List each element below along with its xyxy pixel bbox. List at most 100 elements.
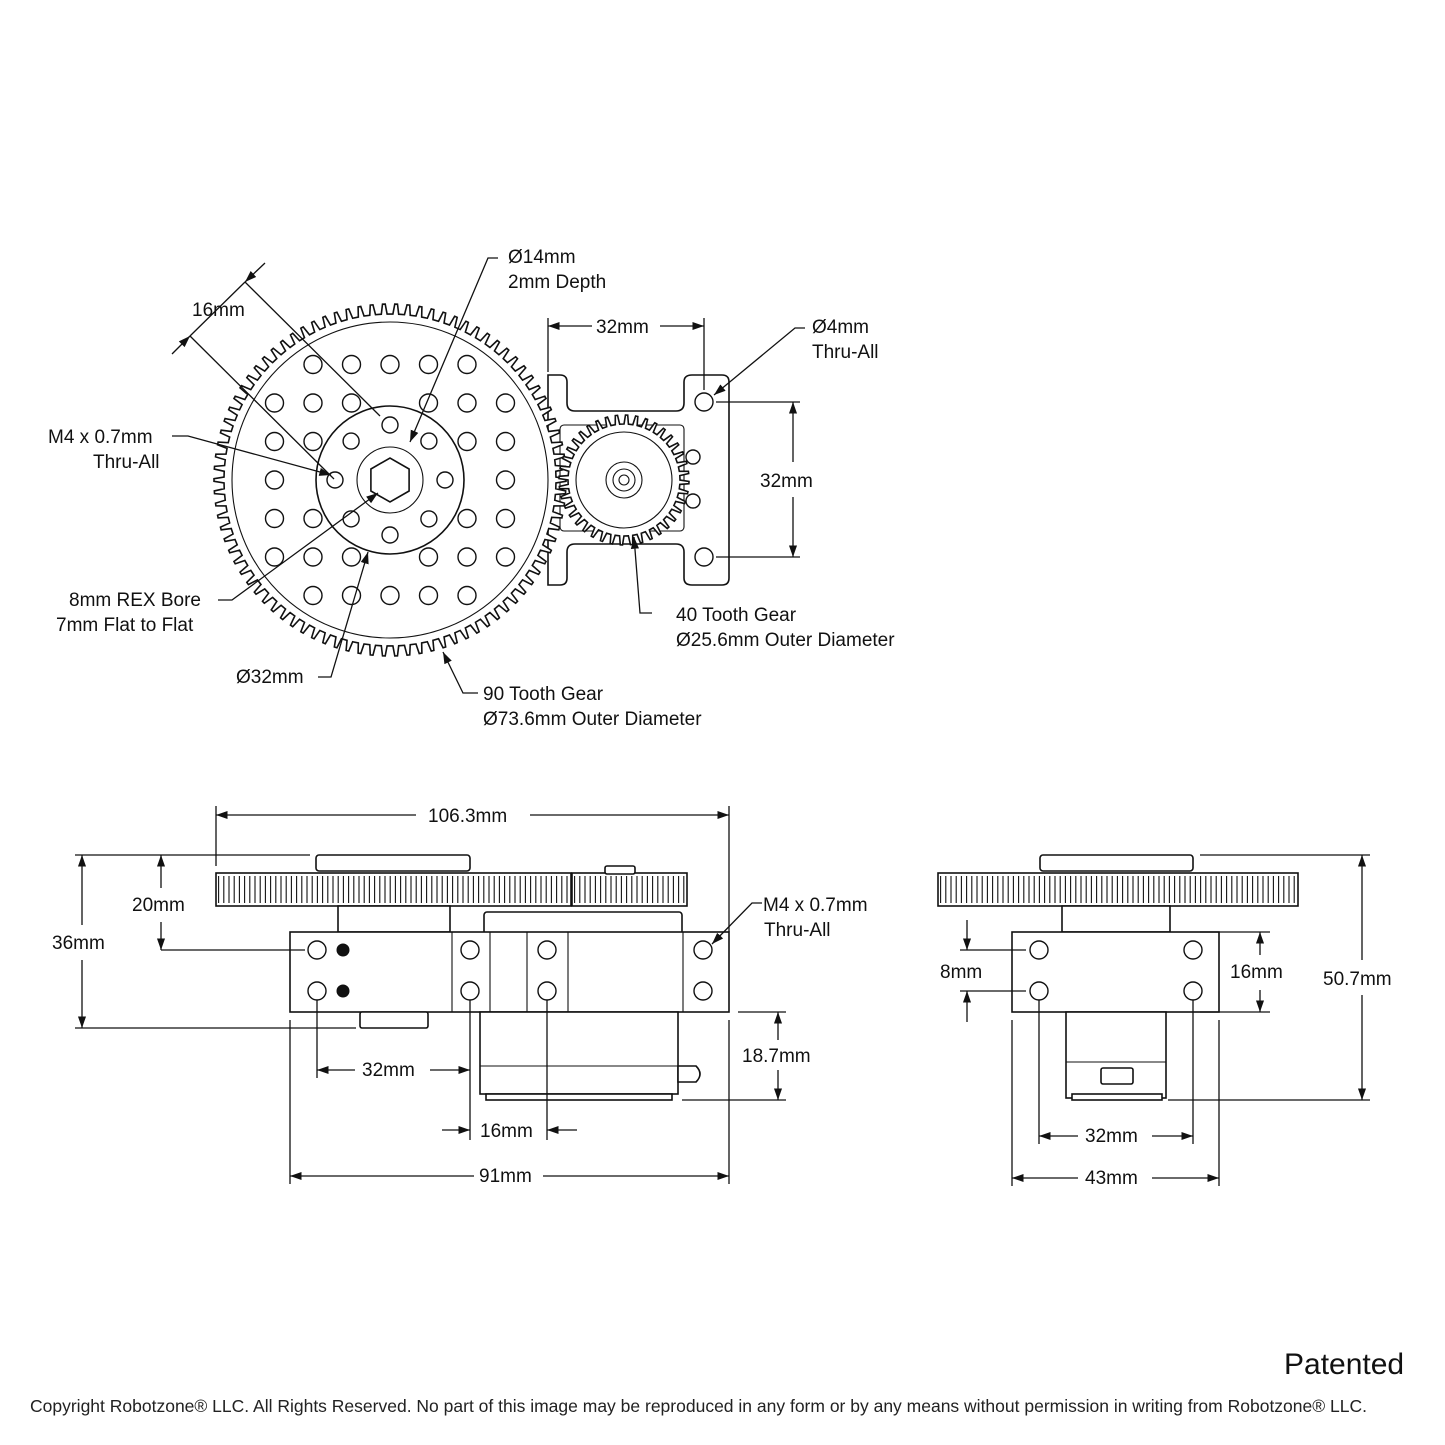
- gear-pattern-hole: [457, 547, 477, 567]
- copyright-notice: Copyright Robotzone® LLC. All Rights Res…: [30, 1396, 1367, 1416]
- label-hub-pocket-depth: 2mm Depth: [508, 272, 606, 293]
- side-large-gear: [937, 872, 1299, 907]
- gear-pattern-hole: [495, 470, 516, 490]
- bracket-hole: [307, 940, 327, 960]
- gear-pattern-hole: [303, 393, 323, 413]
- gear-pattern-hole: [495, 393, 516, 413]
- bracket-hole: [537, 940, 557, 960]
- bracket-hole: [460, 981, 480, 1001]
- front-gear-hub-cap: [315, 854, 471, 872]
- side-servo-connector: [1100, 1067, 1134, 1085]
- label-bracket-length: 91mm: [479, 1166, 532, 1187]
- label-large-gear-od: Ø73.6mm Outer Diameter: [483, 709, 702, 730]
- label-side-tap: M4 x 0.7mm: [763, 895, 868, 916]
- front-large-gear-teeth: [218, 876, 568, 903]
- gear-pattern-hole: [264, 508, 285, 529]
- front-small-gear-teeth: [574, 876, 685, 903]
- dim-bracket-height: [716, 401, 800, 558]
- bracket-hole: [1183, 940, 1203, 960]
- bracket-hole-mid-1: [685, 449, 701, 465]
- gear-pattern-hole: [418, 354, 439, 375]
- gear-pattern-hole: [380, 585, 400, 606]
- gear-pattern-hole: [495, 547, 516, 567]
- gear-pattern-hole: [303, 354, 323, 375]
- front-hub-boss: [359, 1011, 429, 1029]
- gear-pattern-hole: [418, 585, 439, 606]
- gear-pattern-hole: [303, 585, 323, 606]
- label-overall-height: 50.7mm: [1323, 969, 1392, 990]
- label-side-hole-spacing-8: 8mm: [940, 962, 982, 983]
- gear-pattern-hole: [457, 431, 477, 452]
- bracket-hole-mid-2: [685, 493, 701, 509]
- label-side-tap-thru: Thru-All: [764, 920, 831, 941]
- hub-tapped-hole: [381, 416, 399, 434]
- label-side-hole-spacing-32: 32mm: [1085, 1126, 1138, 1147]
- gear-pattern-hole: [457, 508, 477, 529]
- front-gear-hub: [337, 905, 451, 933]
- label-hub-pocket-dia: Ø14mm: [508, 247, 576, 268]
- label-hole-spacing-16: 16mm: [480, 1121, 533, 1142]
- front-small-gear: [571, 872, 688, 907]
- label-hub-tap: M4 x 0.7mm: [48, 427, 153, 448]
- top-view: [171, 257, 805, 694]
- front-bracket: [289, 931, 730, 1013]
- gear-pattern-hole: [380, 354, 400, 375]
- front-view: [75, 806, 786, 1184]
- front-small-gear-cap: [604, 865, 636, 875]
- large-gear-hole-pattern: [264, 354, 516, 606]
- gear-pattern-hole: [303, 508, 323, 529]
- set-screw: [336, 984, 350, 998]
- gear-pattern-hole: [495, 508, 516, 529]
- gear-pattern-hole: [418, 547, 439, 567]
- side-view: [937, 854, 1370, 1186]
- gear-pattern-hole: [303, 547, 323, 567]
- label-hole-spacing-diag: 16mm: [192, 300, 245, 321]
- large-gear-root-circle: [231, 321, 549, 639]
- side-large-gear-teeth: [940, 876, 1295, 903]
- rex-bore-hex: [370, 457, 410, 503]
- side-gear-hub-cap: [1039, 854, 1194, 872]
- label-bracket-height: 32mm: [760, 471, 813, 492]
- gear-pattern-hole: [264, 470, 285, 490]
- small-gear-hub-inner: [612, 468, 636, 492]
- label-small-gear-teeth: 40 Tooth Gear: [676, 605, 797, 626]
- front-servo-cable-exit: [677, 1065, 701, 1083]
- side-servo-foot: [1071, 1093, 1163, 1101]
- bracket-hole: [693, 940, 713, 960]
- bracket-hole: [307, 981, 327, 1001]
- bracket-hole: [460, 940, 480, 960]
- hub-tapped-hole: [420, 510, 438, 528]
- gear-pattern-hole: [495, 431, 516, 452]
- gear-pattern-hole: [341, 585, 362, 606]
- leaders-top-view: [171, 257, 805, 694]
- label-overall-length: 106.3mm: [428, 806, 507, 827]
- hub-tapped-hole: [420, 432, 438, 450]
- side-servo-body: [1065, 1011, 1167, 1099]
- gear-pattern-hole: [457, 393, 477, 413]
- gear-pattern-hole: [341, 547, 362, 567]
- front-servo-foot: [485, 1093, 673, 1101]
- gear-pattern-hole: [264, 393, 285, 413]
- hub-tapped-hole: [381, 526, 399, 544]
- label-bracket-width: 32mm: [596, 317, 649, 338]
- label-bore-flat: 7mm Flat to Flat: [56, 615, 194, 636]
- front-servo-body: [479, 1011, 679, 1095]
- gear-pattern-hole: [264, 547, 285, 567]
- label-bracket-hole-thru: Thru-All: [812, 342, 879, 363]
- bracket-hole: [1029, 981, 1049, 1001]
- label-hub-tap-thru: Thru-All: [93, 452, 160, 473]
- gear-pattern-hole: [264, 431, 285, 452]
- label-side-hole-spacing-16: 16mm: [1230, 962, 1283, 983]
- small-gear-40-tooth: [558, 414, 690, 546]
- bracket-hole: [1029, 940, 1049, 960]
- hub-tapped-hole: [436, 471, 454, 489]
- patented-notice: Patented: [1284, 1348, 1405, 1381]
- label-servo-depth: 18.7mm: [742, 1046, 811, 1067]
- label-hole-spacing-32: 32mm: [362, 1060, 415, 1081]
- hub-tapped-hole: [342, 432, 360, 450]
- bracket-hole-bottom: [694, 547, 714, 567]
- hub-pocket: [356, 446, 424, 514]
- front-servo-top: [483, 911, 683, 935]
- bracket-hole: [537, 981, 557, 1001]
